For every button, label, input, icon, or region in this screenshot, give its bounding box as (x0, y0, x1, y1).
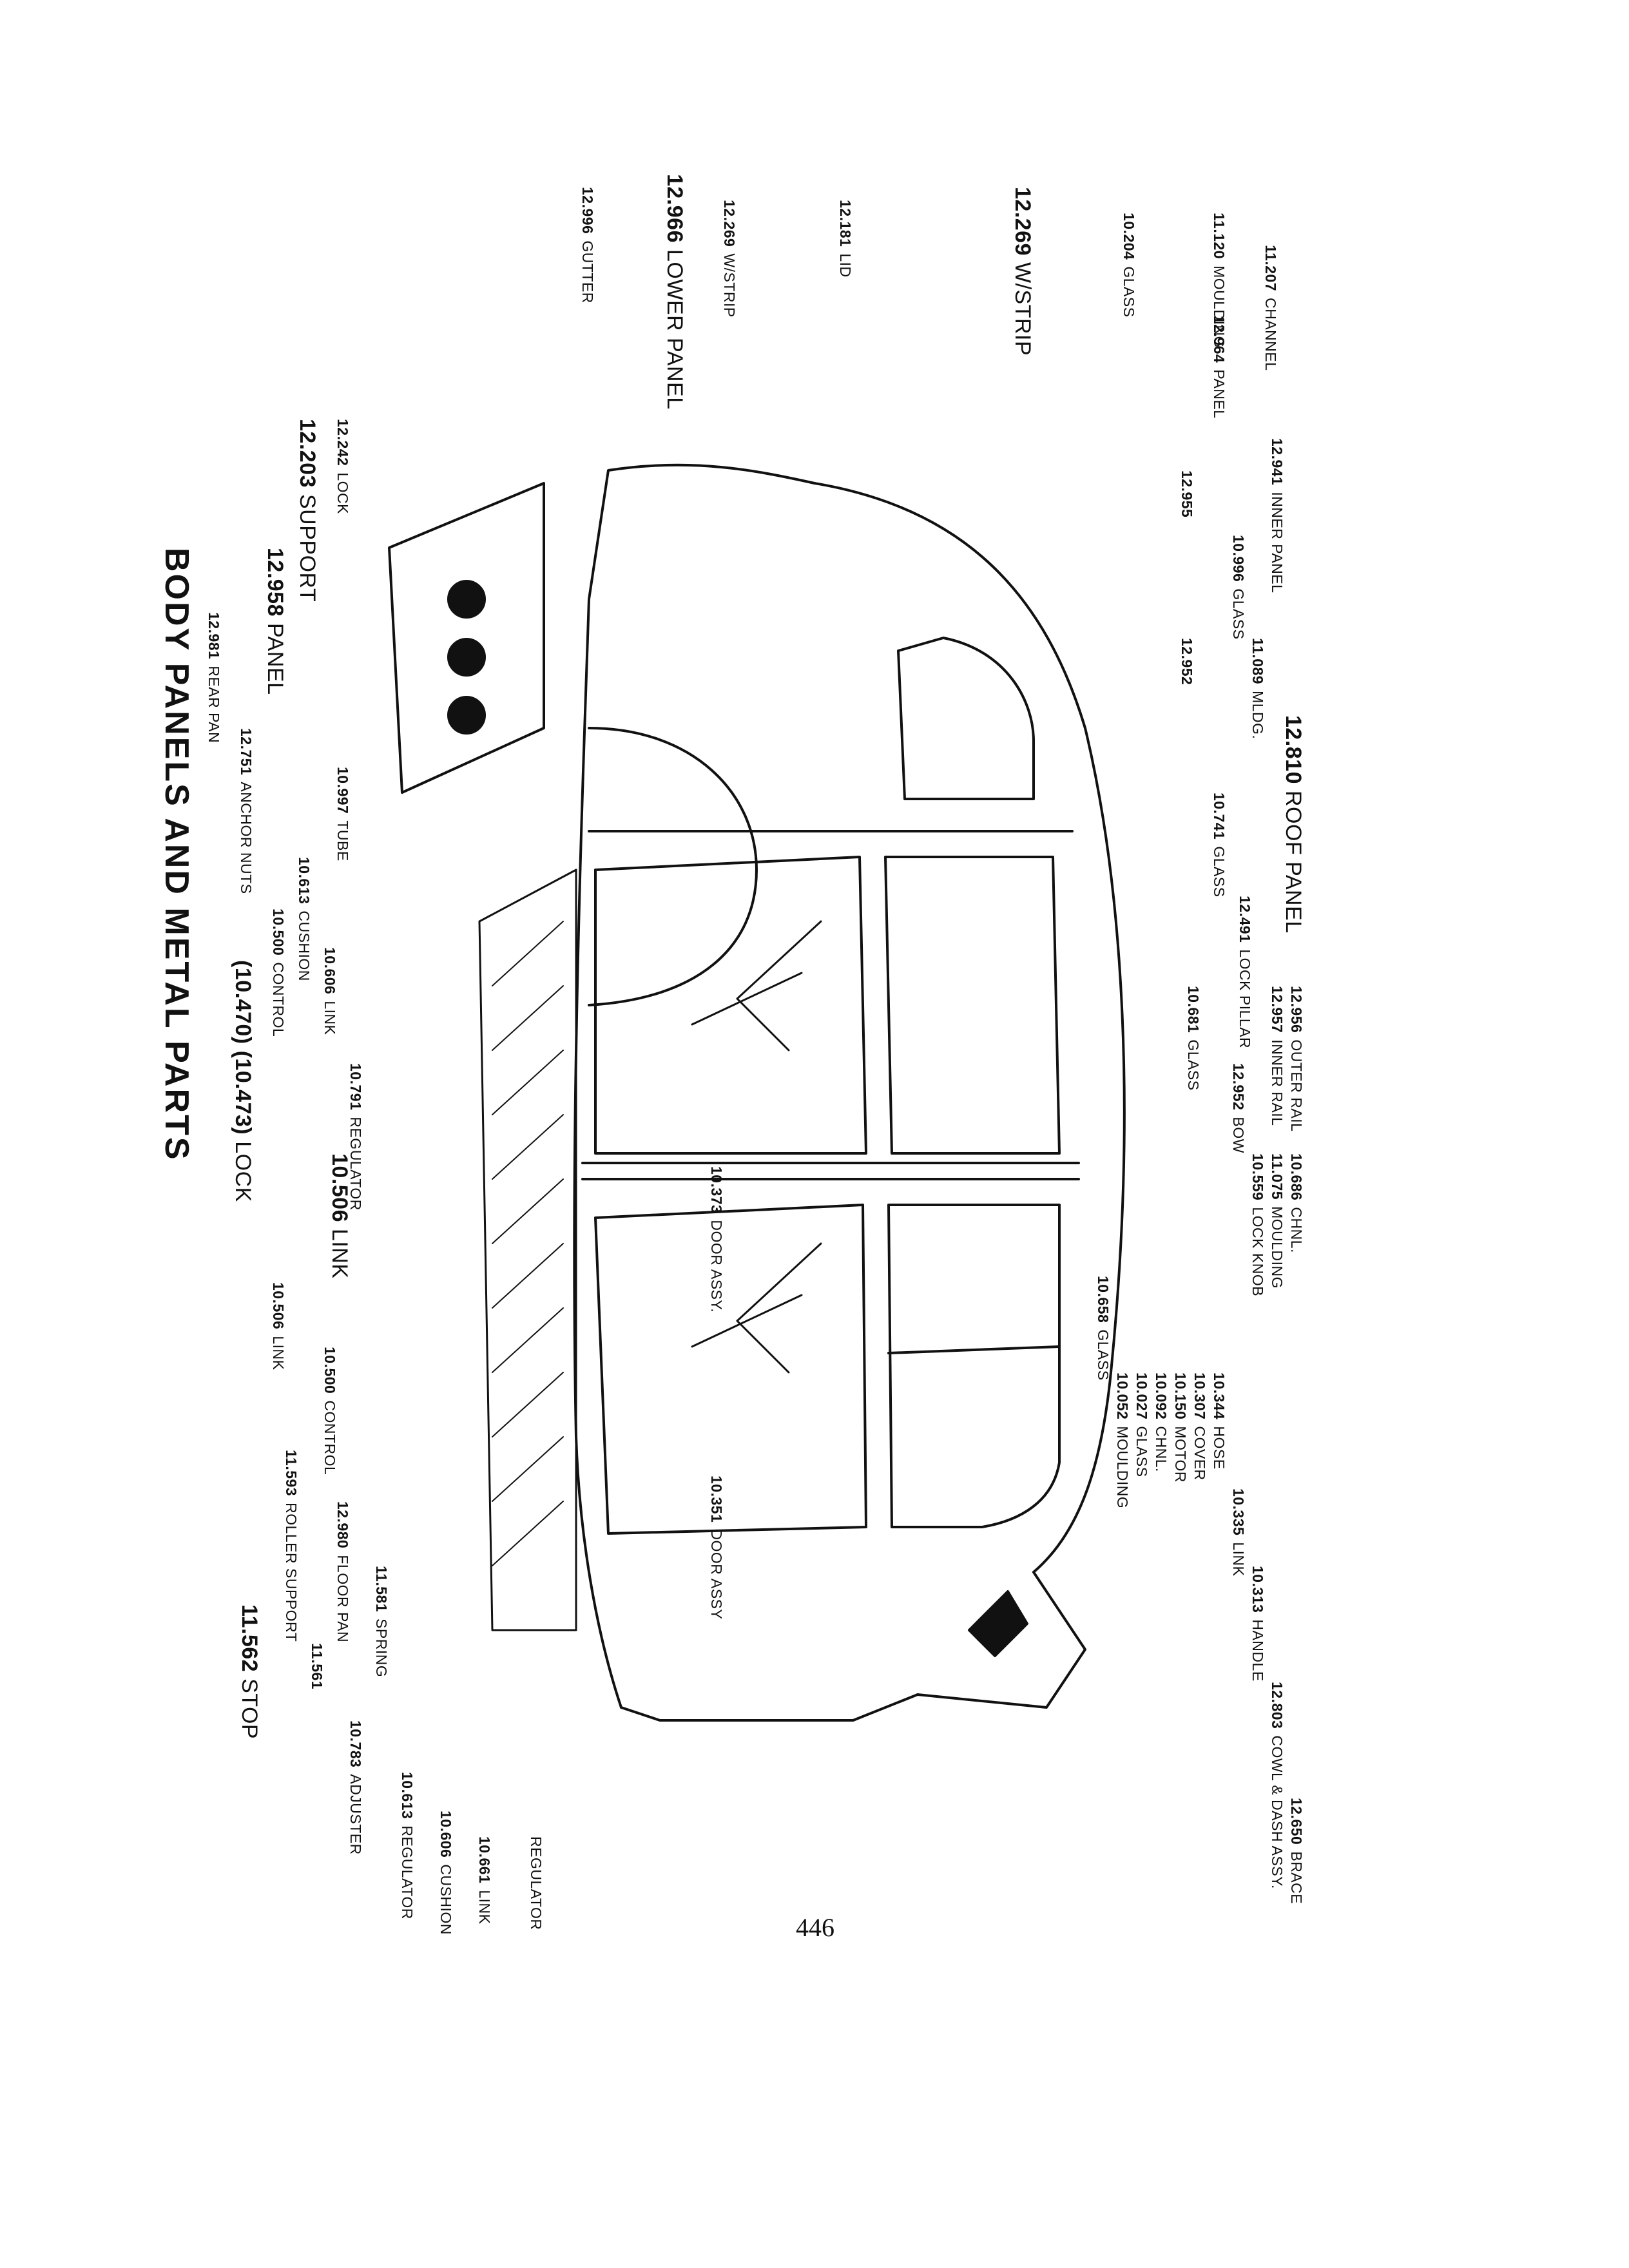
callout-label: 12.650BRACE (1288, 1798, 1305, 1905)
windshield-frame (916, 1571, 1086, 1709)
rear-wheel-well (588, 727, 758, 1006)
callout-label: 11.120MOULDING (1211, 213, 1228, 349)
callout-label: 12.955 (1179, 470, 1195, 518)
callout-label: 12.941INNER PANEL (1269, 438, 1286, 593)
callout-label: 10.506LINK (270, 1282, 287, 1370)
callout-label: 10.351DOOR ASSY (708, 1475, 725, 1620)
page-title: BODY PANELS AND METAL PARTS (158, 548, 195, 1162)
callout-label: 10.335LINK (1230, 1488, 1247, 1577)
floor-pan (478, 869, 577, 1631)
callout-label: 12.803COWL & DASH ASSY. (1269, 1682, 1286, 1889)
roof-outline (813, 482, 1126, 1573)
callout-label: 10.996GLASS (1230, 535, 1247, 640)
callout-label: 10.741GLASS (1211, 793, 1228, 898)
trunk-floor (388, 482, 545, 794)
callout-label: 12.952 (1179, 638, 1195, 686)
rear-deck-outline (588, 463, 816, 601)
callout-label: 10.373DOOR ASSY. (708, 1166, 725, 1313)
callout-label: 11.593ROLLER SUPPORT (283, 1450, 300, 1642)
callout-label: 10.613REGULATOR (399, 1772, 416, 1919)
callout-label: 10.204GLASS (1121, 213, 1137, 318)
callout-label: 10.686CHNL. (1288, 1153, 1305, 1253)
callout-label: (10.470) (10.473)LOCK (231, 960, 255, 1202)
callout-label: 12.957INNER RAIL (1269, 986, 1286, 1126)
rocker-panel-line (573, 598, 622, 1709)
callout-label: 12.952BOW (1230, 1063, 1247, 1153)
callout-label: 10.500CONTROL (322, 1347, 338, 1475)
callout-label: 10.661LINK (476, 1836, 493, 1925)
callout-label: 12.958PANEL (263, 548, 287, 695)
callout-label: 10.052MOULDING (1114, 1372, 1131, 1509)
callout-label: 11.089MLDG. (1249, 638, 1266, 740)
callout-label: 10.658GLASS (1095, 1276, 1112, 1381)
callout-label: 12.491LOCK PILLAR (1237, 896, 1253, 1049)
callout-label: 10.606LINK (322, 947, 338, 1035)
front-door-window (887, 1204, 1061, 1528)
rear-quarter-window (897, 637, 1035, 800)
callout-label: 10.092CHNL. (1153, 1372, 1170, 1472)
callout-label: 12.956OUTER RAIL (1288, 986, 1305, 1132)
rear-door-inner (594, 856, 867, 1155)
callout-label: 12.181LID (837, 200, 854, 278)
vent-window (887, 1345, 1061, 1354)
callout-label: 10.150MOTOR (1172, 1372, 1189, 1483)
callout-label: 10.613CUSHION (296, 857, 313, 981)
cowl-outline (620, 1693, 919, 1722)
callout-label: 10.344HOSE (1211, 1372, 1228, 1470)
callout-label: 10.307COVER (1191, 1372, 1208, 1481)
callout-label: REGULATOR (528, 1836, 545, 1930)
callout-label: 12.269W/STRIP (721, 200, 738, 318)
callout-label: 10.606CUSHION (438, 1811, 454, 1935)
callout-label: 11.581SPRING (373, 1566, 390, 1678)
callout-label: 12.810ROOF PANEL (1281, 715, 1306, 934)
callout-label: 11.207CHANNEL (1262, 245, 1279, 371)
callout-label: 10.997TUBE (334, 767, 351, 861)
car-body-illustration (388, 463, 1126, 1722)
callout-label: 12.269W/STRIP (1010, 187, 1035, 356)
callout-label: 12.966LOWER PANEL (662, 174, 687, 410)
callout-label: 12.980FLOOR PAN (334, 1501, 351, 1643)
wiper-motor (968, 1590, 1028, 1657)
front-regulator (691, 1242, 822, 1374)
body-parts-diagram: 12.650BRACE 12.803COWL & DASH ASSY. 10.3… (131, 148, 1498, 1978)
trunk-hole (447, 580, 486, 619)
callout-label: 11.561 (309, 1643, 325, 1690)
callout-label: 10.500CONTROL (270, 908, 287, 1037)
rear-door-window (884, 856, 1061, 1155)
page-number: 446 (796, 1913, 834, 1942)
callout-label: 12.751ANCHOR NUTS (238, 728, 255, 894)
callout-label: 12.242LOCK (334, 419, 351, 514)
callout-label: 10.681GLASS (1185, 986, 1202, 1091)
callout-label: 11.562STOP (237, 1604, 262, 1740)
callout-label: 10.506LINK (327, 1153, 352, 1279)
rear-regulator (691, 920, 822, 1052)
trunk-hole (447, 696, 486, 735)
callout-label: 10.027GLASS (1133, 1372, 1150, 1477)
callout-label: 10.783ADJUSTER (347, 1720, 364, 1855)
callout-label: 11.075MOULDING (1269, 1153, 1286, 1289)
callout-label: 10.559LOCK KNOB (1249, 1153, 1266, 1297)
callout-label: 12.981REAR PAN (206, 612, 222, 744)
callout-label: 12.996GUTTER (579, 187, 596, 303)
trunk-hole (447, 638, 486, 677)
front-door-inner (594, 1204, 867, 1535)
callout-label: 10.313HANDLE (1249, 1566, 1266, 1682)
callout-label: 12.203SUPPORT (295, 419, 320, 602)
